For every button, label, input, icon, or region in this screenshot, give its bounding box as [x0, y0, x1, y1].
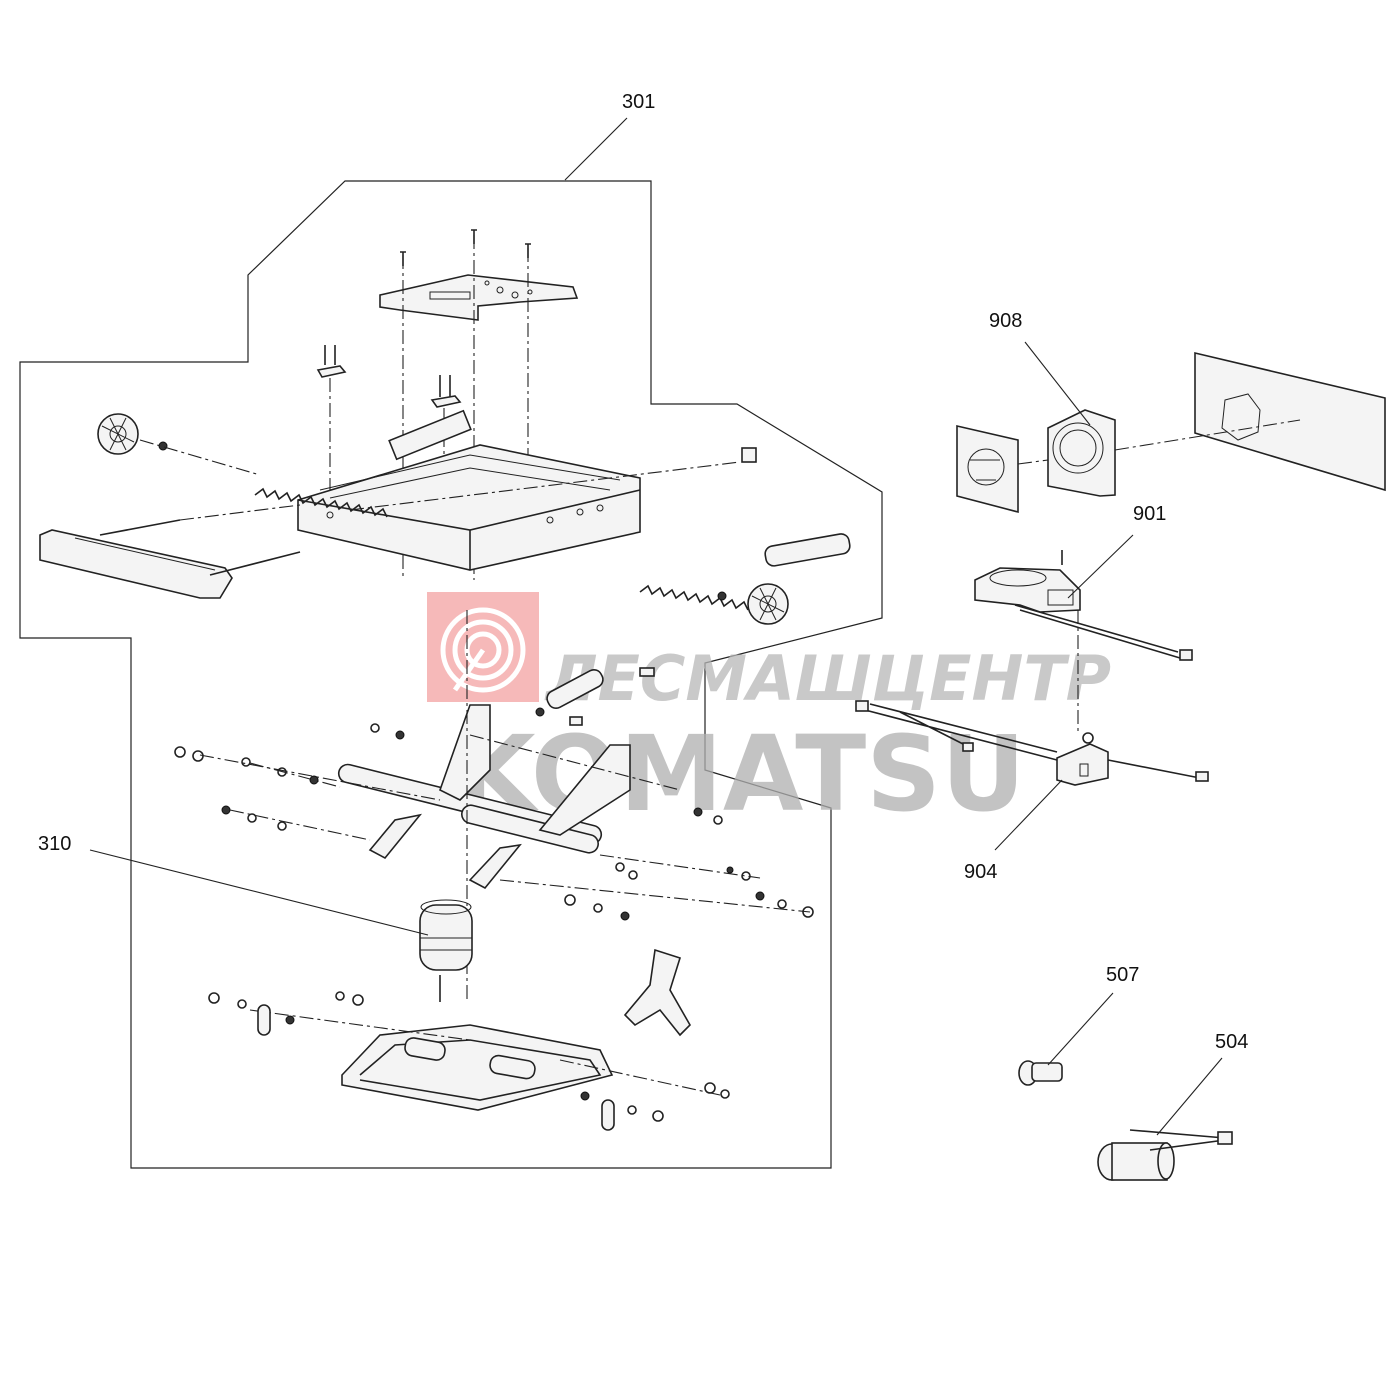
lever-arm: [623, 948, 691, 1037]
adjust-knob-right: [717, 583, 789, 625]
callout-310: 310: [38, 833, 71, 855]
callout-901: 901: [1133, 503, 1166, 525]
tension-springs: [254, 487, 749, 611]
watermark-logo-rings: [440, 607, 526, 693]
callout-904: 904: [964, 861, 997, 883]
back-panel: [1114, 351, 1386, 492]
fan-assembly-908: [956, 409, 1116, 514]
base-frame: [249, 1009, 721, 1111]
control-unit-904: [855, 700, 1209, 786]
air-spring-310: [419, 899, 473, 1002]
watermark-line1: ЛЕСМАШЦЕНТР: [544, 642, 1111, 715]
fasteners-base: [208, 991, 730, 1131]
callout-507: 507: [1106, 964, 1139, 986]
callout-504: 504: [1215, 1031, 1248, 1053]
callout-301: 301: [622, 91, 655, 113]
part-507: [1018, 1060, 1063, 1086]
adjust-knob-left: [97, 413, 261, 476]
assembly-301-boundary: [19, 180, 883, 1169]
callout-908: 908: [989, 310, 1022, 332]
scissor-mechanism: [199, 610, 811, 1000]
front-handle-bar: [39, 504, 301, 599]
fasteners-scissor: [174, 723, 814, 921]
motor-504: [1097, 1129, 1233, 1181]
duct-901: [974, 550, 1193, 735]
seat-frame-upper: [297, 409, 851, 571]
gas-spring: [535, 667, 655, 726]
leader-lines: [89, 117, 1223, 1136]
watermark: ЛЕСМАШЦЕНТР KOMATSU: [427, 592, 1111, 835]
